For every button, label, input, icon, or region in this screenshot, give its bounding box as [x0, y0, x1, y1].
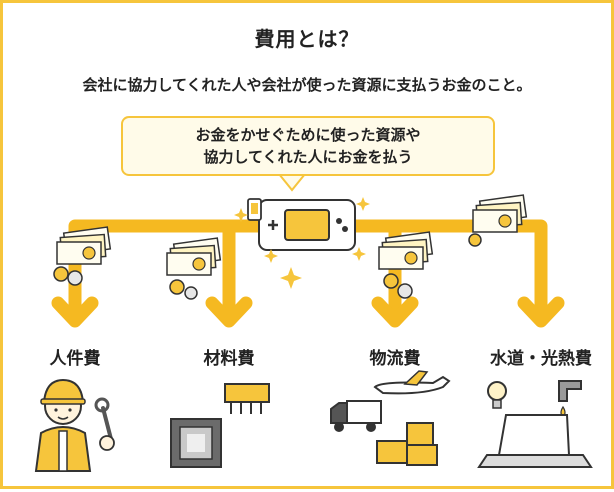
arrowhead-labor [51, 296, 99, 328]
category-labor-cost: 人件費 [49, 349, 101, 369]
money-stack-icon [378, 231, 434, 299]
category-material-cost: 材料費 [203, 349, 255, 369]
money-stack-icon [53, 226, 112, 286]
worker-icon [34, 378, 115, 472]
cpu-chip-icon [170, 383, 270, 468]
page-title: 費用とは？ [254, 27, 360, 51]
sparkle-icon [234, 197, 370, 289]
bubble-tail [278, 173, 306, 192]
money-stack-icon [468, 194, 528, 247]
bulb-faucet-laptop-icon [477, 380, 593, 468]
branch-arrow-utilities [344, 219, 548, 322]
console-icon [258, 199, 356, 251]
money-stack-icon [166, 237, 222, 300]
arrowhead-material [205, 296, 253, 328]
bubble-line-1: お金をかせぐために使った資源や [195, 126, 421, 144]
arrowhead-logistics [371, 296, 419, 328]
speech-bubble: お金をかせぐために使った資源や 協力してくれた人にお金を払う [121, 116, 495, 176]
category-utilities-cost: 水道・光熱費 [490, 349, 592, 369]
phone-icon [247, 198, 262, 221]
arrowhead-utilities [517, 296, 565, 328]
bubble-line-2: 協力してくれた人にお金を払う [203, 148, 413, 166]
category-logistics-cost: 物流費 [369, 349, 421, 369]
definition-text: 会社に協力してくれた人や会社が使った資源に支払うお金のこと。 [82, 76, 532, 94]
diagram-artwork [34, 173, 593, 472]
truck-airplane-boxes-icon [330, 370, 451, 466]
